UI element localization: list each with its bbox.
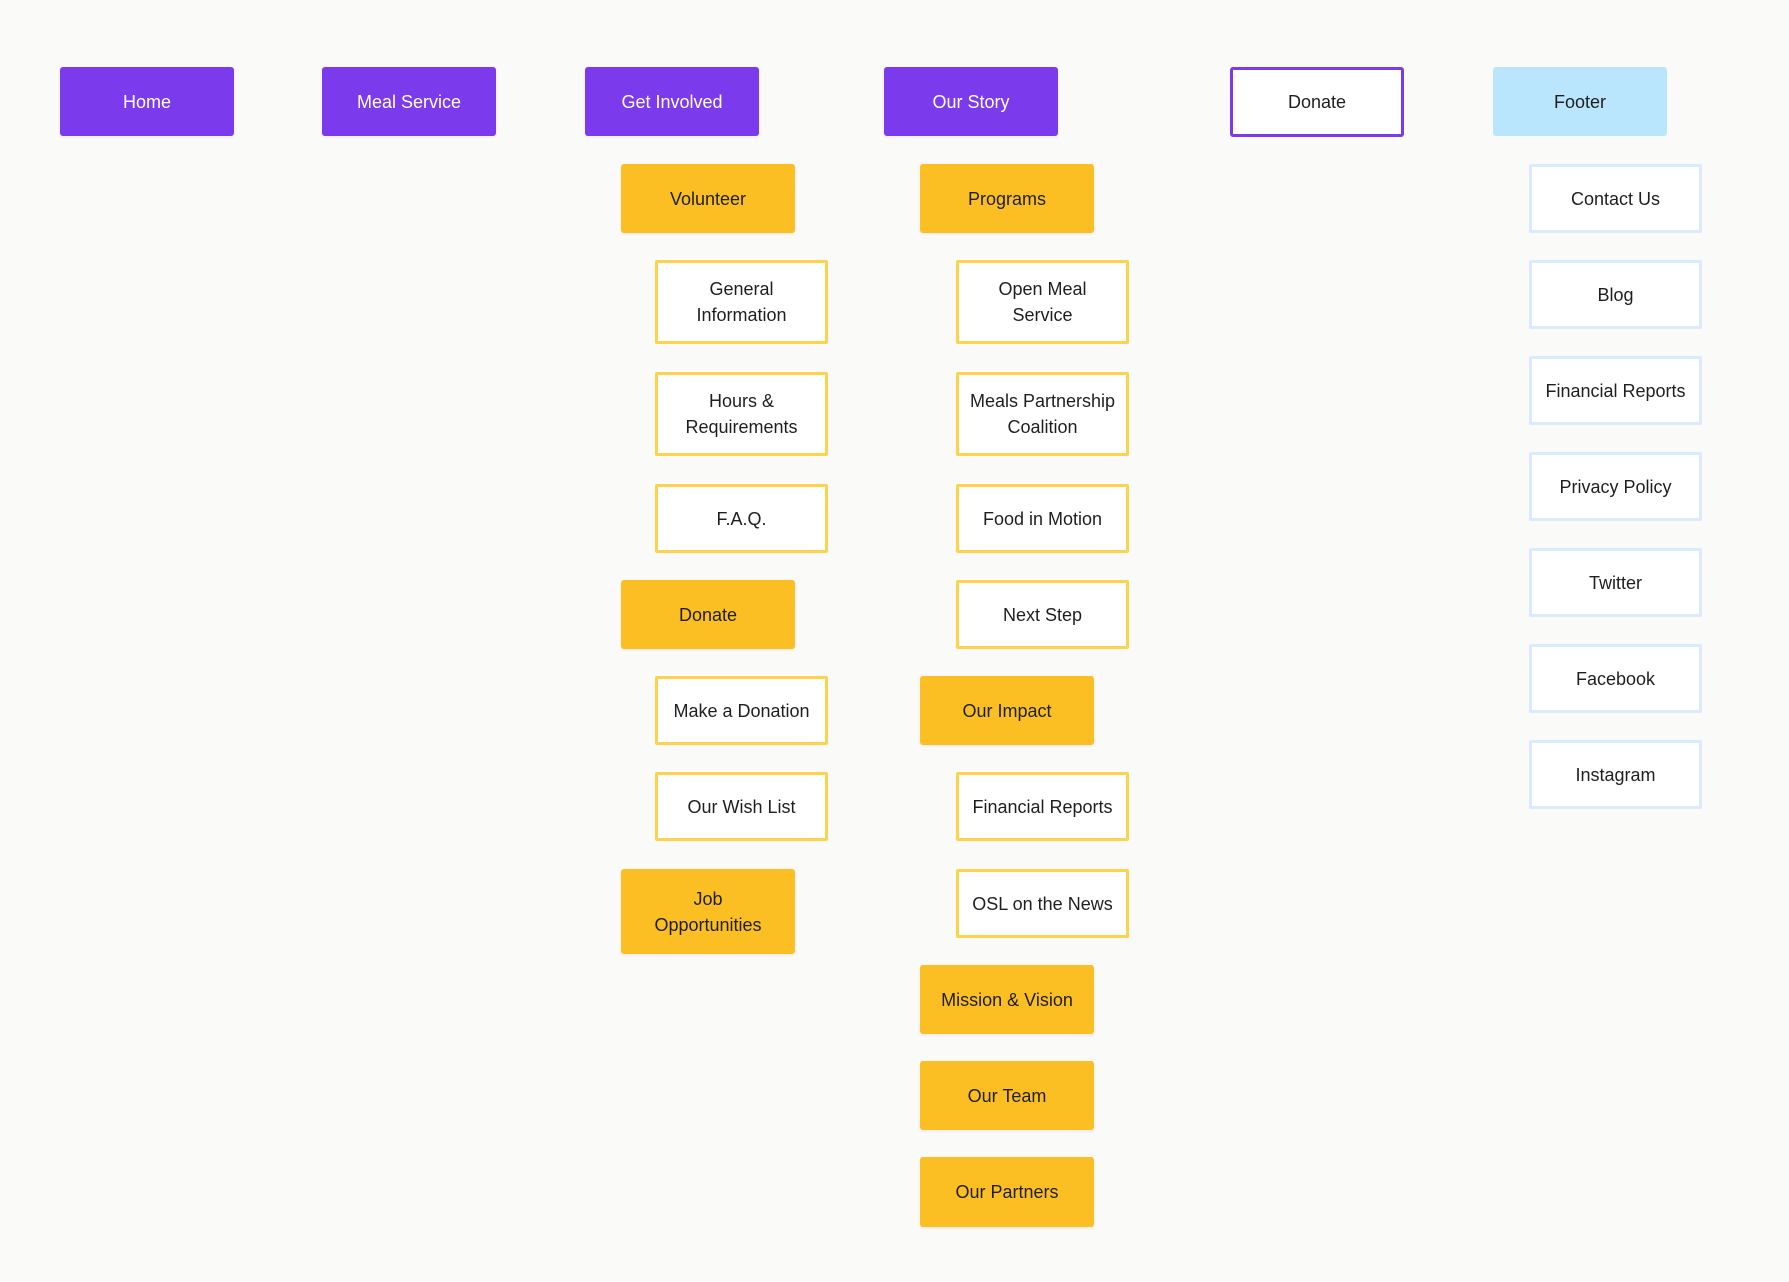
page-make-a-donation[interactable]: Make a Donation [655, 676, 828, 745]
nav-our-story[interactable]: Our Story [884, 67, 1058, 136]
nav-meal-service[interactable]: Meal Service [322, 67, 496, 136]
footer-contact-us[interactable]: Contact Us [1529, 164, 1702, 233]
nav-home[interactable]: Home [60, 67, 234, 136]
footer-twitter[interactable]: Twitter [1529, 548, 1702, 617]
section-job-opportunities[interactable]: Job Opportunities [621, 869, 795, 954]
page-open-meal-service[interactable]: Open Meal Service [956, 260, 1129, 344]
footer-instagram[interactable]: Instagram [1529, 740, 1702, 809]
nav-donate[interactable]: Donate [1230, 67, 1404, 137]
page-meals-partnership-coalition[interactable]: Meals Partnership Coalition [956, 372, 1129, 456]
section-mission-vision[interactable]: Mission & Vision [920, 965, 1094, 1034]
footer-blog[interactable]: Blog [1529, 260, 1702, 329]
footer-facebook[interactable]: Facebook [1529, 644, 1702, 713]
section-donate[interactable]: Donate [621, 580, 795, 649]
page-osl-on-the-news[interactable]: OSL on the News [956, 869, 1129, 938]
page-next-step[interactable]: Next Step [956, 580, 1129, 649]
page-financial-reports[interactable]: Financial Reports [956, 772, 1129, 841]
nav-get-involved[interactable]: Get Involved [585, 67, 759, 136]
section-our-impact[interactable]: Our Impact [920, 676, 1094, 745]
footer-financial-reports[interactable]: Financial Reports [1529, 356, 1702, 425]
section-our-partners[interactable]: Our Partners [920, 1157, 1094, 1227]
section-volunteer[interactable]: Volunteer [621, 164, 795, 233]
page-general-information[interactable]: General Information [655, 260, 828, 344]
nav-footer[interactable]: Footer [1493, 67, 1667, 136]
page-our-wish-list[interactable]: Our Wish List [655, 772, 828, 841]
footer-privacy-policy[interactable]: Privacy Policy [1529, 452, 1702, 521]
page-food-in-motion[interactable]: Food in Motion [956, 484, 1129, 553]
page-hours-requirements[interactable]: Hours & Requirements [655, 372, 828, 456]
section-programs[interactable]: Programs [920, 164, 1094, 233]
page-faq[interactable]: F.A.Q. [655, 484, 828, 553]
section-our-team[interactable]: Our Team [920, 1061, 1094, 1130]
